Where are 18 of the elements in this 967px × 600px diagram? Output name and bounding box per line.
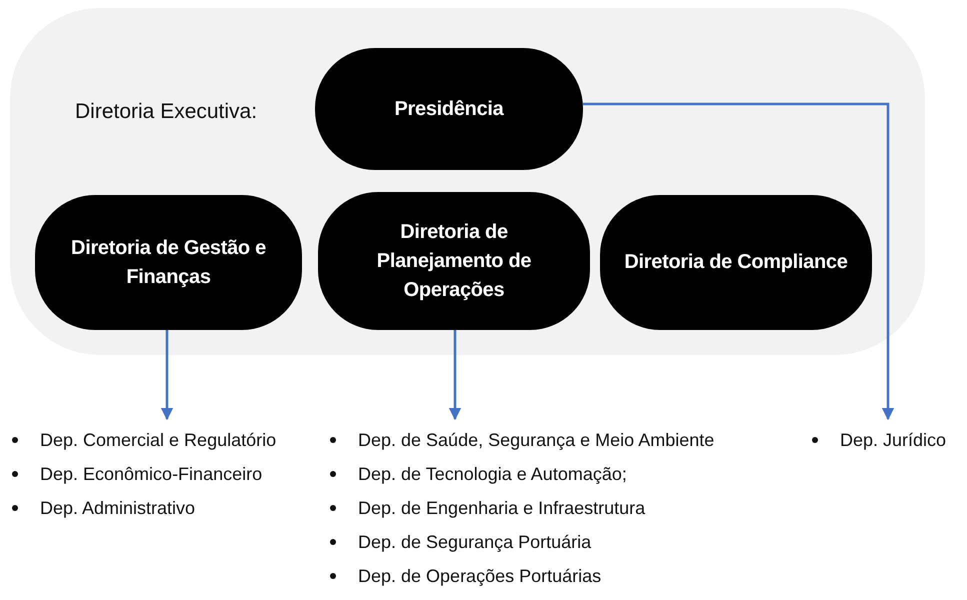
connector-arrow	[583, 102, 894, 420]
department-name: Dep. Comercial e Regulatório	[40, 429, 276, 452]
panel-heading: Diretoria Executiva:	[75, 100, 258, 124]
director-pill: Diretoria de Planejamento de Operações	[318, 192, 590, 330]
director-pill: Presidência	[315, 48, 583, 170]
department-name: Dep. de Tecnologia e Automação;	[358, 463, 627, 486]
department-name: Dep. de Segurança Portuária	[358, 531, 592, 554]
executive-board-panel	[10, 8, 925, 355]
department-name: Dep. Econômico-Financeiro	[40, 463, 262, 486]
department-name: Dep. Administrativo	[40, 497, 196, 520]
department-name: Dep. de Saúde, Segurança e Meio Ambiente	[358, 429, 714, 452]
department-name: Dep. de Operações Portuárias	[358, 565, 602, 588]
director-pill: Diretoria de Gestão e Finanças	[35, 195, 302, 330]
connector-arrow	[160, 330, 174, 420]
department-name: Dep. de Engenharia e Infraestrutura	[358, 497, 646, 520]
director-pill: Diretoria de Compliance	[600, 195, 872, 330]
department-name: Dep. Jurídico	[840, 429, 946, 452]
connector-arrow	[448, 330, 462, 420]
